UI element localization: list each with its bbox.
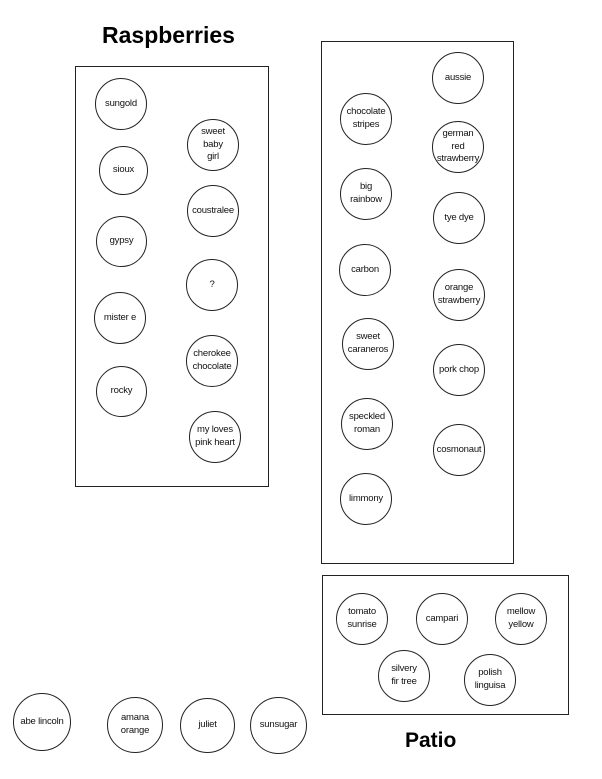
plant-circle: sweet caraneros: [342, 318, 394, 370]
plant-label: amana orange: [120, 712, 150, 736]
plant-circle: tomato sunrise: [336, 593, 388, 645]
plant-label: german red strawberry: [436, 127, 480, 165]
plant-circle: orange strawberry: [433, 269, 485, 321]
plant-circle: pork chop: [433, 344, 485, 396]
plant-circle: german red strawberry: [432, 121, 484, 173]
plant-label: sweet baby girl: [201, 125, 225, 163]
plant-label: gypsy: [109, 235, 134, 247]
plant-label: coustralee: [192, 204, 234, 216]
plant-circle: mellow yellow: [495, 593, 547, 645]
plant-circle: tye dye: [433, 192, 485, 244]
plant-label: carbon: [351, 263, 379, 275]
plant-circle: cherokee chocolate: [186, 335, 238, 387]
plant-circle: mister e: [94, 292, 146, 344]
plant-circle: sungold: [95, 78, 147, 130]
plant-label: chocolate stripes: [346, 106, 386, 130]
plant-label: tye dye: [444, 211, 474, 223]
plant-circle: limmony: [340, 473, 392, 525]
plant-circle: gypsy: [96, 216, 147, 267]
plant-label: sungold: [105, 97, 137, 109]
plant-label: mister e: [103, 311, 137, 323]
plant-circle: chocolate stripes: [340, 93, 392, 145]
plant-circle: big rainbow: [340, 168, 392, 220]
plant-circle: amana orange: [107, 697, 163, 753]
plant-circle: ?: [186, 259, 238, 311]
plant-circle: juliet: [180, 698, 235, 753]
patio-bed: [322, 575, 569, 715]
plant-circle: aussie: [432, 52, 484, 104]
plant-circle: speckled roman: [341, 398, 393, 450]
raspberries-bed: [75, 66, 269, 487]
plant-circle: campari: [416, 593, 468, 645]
plant-circle: silvery fir tree: [378, 650, 430, 702]
patio-title: Patio: [405, 729, 457, 752]
plant-circle: sweet baby girl: [187, 119, 239, 171]
raspberries-title: Raspberries: [102, 22, 235, 48]
plant-label: juliet: [198, 719, 217, 731]
plant-circle: rocky: [96, 366, 147, 417]
plant-circle: polish linguisa: [464, 654, 516, 706]
plant-label: cherokee chocolate: [192, 348, 232, 372]
plant-label: silvery fir tree: [391, 663, 417, 687]
plant-label: rocky: [110, 385, 133, 397]
plant-circle: cosmonaut: [433, 424, 485, 476]
plant-label: cosmonaut: [436, 443, 482, 455]
plant-label: aussie: [444, 71, 472, 83]
plant-label: speckled roman: [349, 411, 385, 435]
plant-label: campari: [425, 612, 459, 624]
plant-label: mellow yellow: [506, 606, 536, 630]
plant-label: ?: [209, 278, 215, 290]
plant-circle: carbon: [339, 244, 391, 296]
plant-label: orange strawberry: [437, 282, 481, 306]
plant-circle: sunsugar: [250, 697, 307, 754]
plant-label: big rainbow: [350, 181, 382, 205]
plant-circle: sioux: [99, 146, 148, 195]
plant-label: sweet caraneros: [347, 331, 389, 355]
plant-label: sunsugar: [259, 719, 298, 731]
plant-label: sioux: [112, 164, 135, 176]
plant-circle: abe lincoln: [13, 693, 71, 751]
plant-label: pork chop: [439, 363, 479, 375]
tomato-bed: [321, 41, 514, 564]
plant-label: my loves pink heart: [195, 424, 235, 448]
plant-label: tomato sunrise: [347, 606, 377, 630]
plant-circle: my loves pink heart: [189, 411, 241, 463]
plant-label: limmony: [349, 492, 383, 504]
plant-label: abe lincoln: [20, 715, 64, 727]
plant-circle: coustralee: [187, 185, 239, 237]
plant-label: polish linguisa: [474, 667, 506, 691]
